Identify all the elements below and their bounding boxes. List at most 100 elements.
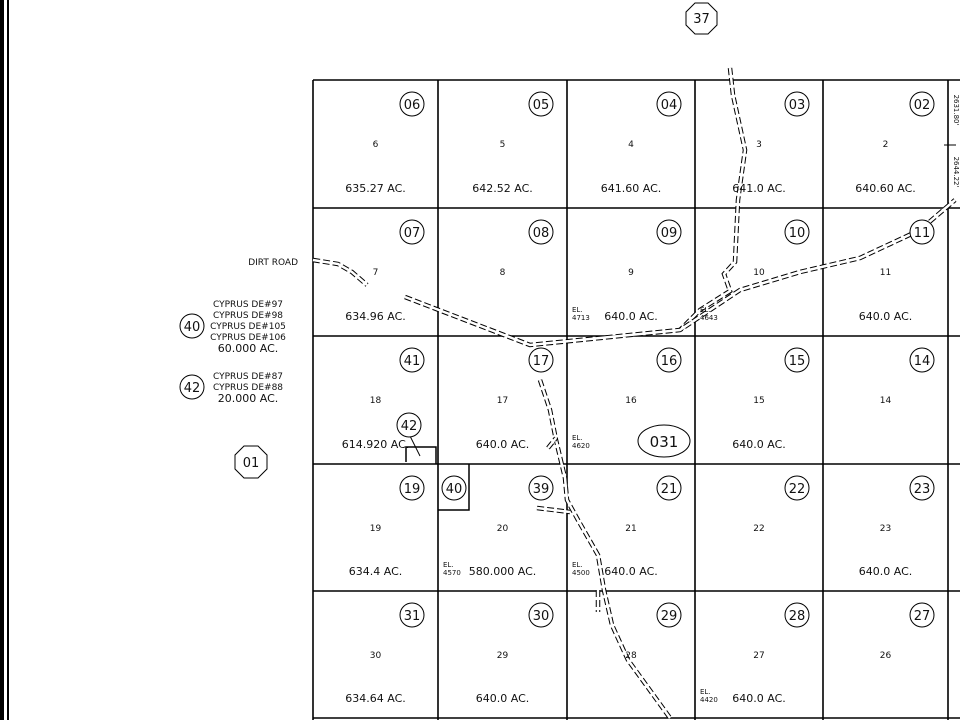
roads	[312, 67, 957, 720]
section-number: 9	[628, 268, 634, 278]
tract-circle	[909, 219, 935, 245]
dirt-road-center	[547, 437, 557, 449]
section-number: 2	[883, 140, 889, 150]
tract-circle	[399, 219, 425, 245]
legend-line: CYPRUS DE#105	[210, 322, 286, 332]
tract-circle	[909, 91, 935, 117]
edge-dimension: 2644.22'	[952, 157, 960, 188]
tract-number: 02	[914, 98, 931, 113]
tract-number: 05	[533, 98, 550, 113]
section-number: 14	[880, 396, 892, 406]
section-number: 17	[497, 396, 508, 406]
tract-number: 14	[914, 354, 931, 369]
tract-circle	[784, 602, 810, 628]
section-number: 8	[500, 268, 506, 278]
elevation-label: EL.	[700, 688, 711, 696]
tract-circle	[656, 475, 682, 501]
tract-031-label: 031	[650, 433, 679, 451]
tract-number: 39	[533, 482, 550, 497]
edge-dimension: 2631.80'	[952, 95, 960, 126]
section-acreage: 640.0 AC.	[476, 692, 530, 705]
section-number: 4	[628, 140, 634, 150]
left-border-bar-inner	[7, 0, 9, 720]
top-marker: 37	[685, 2, 718, 35]
tract-number: 29	[661, 609, 678, 624]
section-number: 5	[500, 140, 506, 150]
left-border-bar	[0, 0, 4, 720]
tract-number: 06	[404, 98, 421, 113]
tract-number: 03	[789, 98, 806, 113]
tract-number: 09	[661, 226, 678, 241]
inset-tract-42-label: 42	[401, 419, 418, 434]
tract-circle	[656, 219, 682, 245]
legend-tract: 42	[184, 381, 201, 396]
tract-number: 17	[533, 354, 550, 369]
dirt-road	[404, 198, 957, 348]
tract-circle	[909, 475, 935, 501]
dirt-road-label: DIRT ROAD	[248, 258, 298, 268]
section-acreage: 580.000 AC.	[469, 565, 537, 578]
tract-circle	[656, 347, 682, 373]
tract-circle	[909, 602, 935, 628]
section-number: 21	[625, 524, 636, 534]
legend-line: CYPRUS DE#97	[213, 300, 283, 310]
section-number: 22	[753, 524, 764, 534]
elevation-value: 4643	[700, 314, 718, 322]
tract-circle	[656, 602, 682, 628]
top-marker-label: 37	[693, 12, 710, 27]
section-acreage: 642.52 AC.	[472, 182, 533, 195]
tract-circle	[528, 347, 554, 373]
inset-tract-40: 40	[438, 464, 470, 511]
section-number: 6	[373, 140, 379, 150]
section-acreage: 640.0 AC.	[604, 310, 658, 323]
tract-circle	[656, 91, 682, 117]
legend-line: CYPRUS DE#98	[213, 311, 283, 321]
tract-circle	[784, 347, 810, 373]
elevation-label: EL.	[572, 561, 583, 569]
legend-40: 40 CYPRUS DE#97 CYPRUS DE#98 CYPRUS DE#1…	[179, 300, 286, 355]
dirt-road-center	[679, 67, 747, 331]
section-number: 19	[370, 524, 382, 534]
section-acreage: 640.0 AC.	[476, 438, 530, 451]
legend-tract: 40	[184, 320, 201, 335]
tract-number: 27	[914, 609, 931, 624]
tract-number: 08	[533, 226, 550, 241]
tract-number: 31	[404, 609, 421, 624]
elevation-value: 4570	[443, 569, 461, 577]
section-acreage: 640.0 AC.	[732, 692, 786, 705]
section-number: 18	[370, 396, 382, 406]
section-acreage: 640.0 AC.	[859, 565, 913, 578]
tract-number: 30	[533, 609, 550, 624]
tract-number: 16	[661, 354, 678, 369]
section-acreage: 640.0 AC.	[859, 310, 913, 323]
section-number: 23	[880, 524, 891, 534]
dirt-road-center	[538, 379, 672, 719]
section-number: 28	[625, 651, 637, 661]
tract-circle	[399, 602, 425, 628]
tract-circle	[784, 91, 810, 117]
section-acreage: 634.4 AC.	[349, 565, 403, 578]
legend-acres: 20.000 AC.	[218, 392, 279, 405]
tract-number: 21	[661, 482, 678, 497]
dirt-road-center	[404, 199, 956, 347]
tract-circle	[909, 347, 935, 373]
section-number: 16	[625, 396, 637, 406]
tract-number: 28	[789, 609, 806, 624]
legend-line: CYPRUS DE#106	[210, 333, 286, 343]
tract-number: 07	[404, 226, 421, 241]
section-acreage: 635.27 AC.	[345, 182, 406, 195]
legend-line: CYPRUS DE#87	[213, 372, 283, 382]
tract-number: 23	[914, 482, 931, 497]
elevation-label: EL.	[443, 561, 454, 569]
tract-031: 031	[637, 424, 691, 458]
dirt-road-center	[312, 258, 368, 286]
tract-circle	[784, 475, 810, 501]
elevation-value: 4500	[572, 569, 590, 577]
section-number: 30	[370, 651, 382, 661]
section-acreage: 641.60 AC.	[601, 182, 662, 195]
section-acreage: 640.0 AC.	[732, 438, 786, 451]
tract-number: 11	[914, 226, 931, 241]
tract-circle	[784, 219, 810, 245]
section-number: 29	[497, 651, 509, 661]
